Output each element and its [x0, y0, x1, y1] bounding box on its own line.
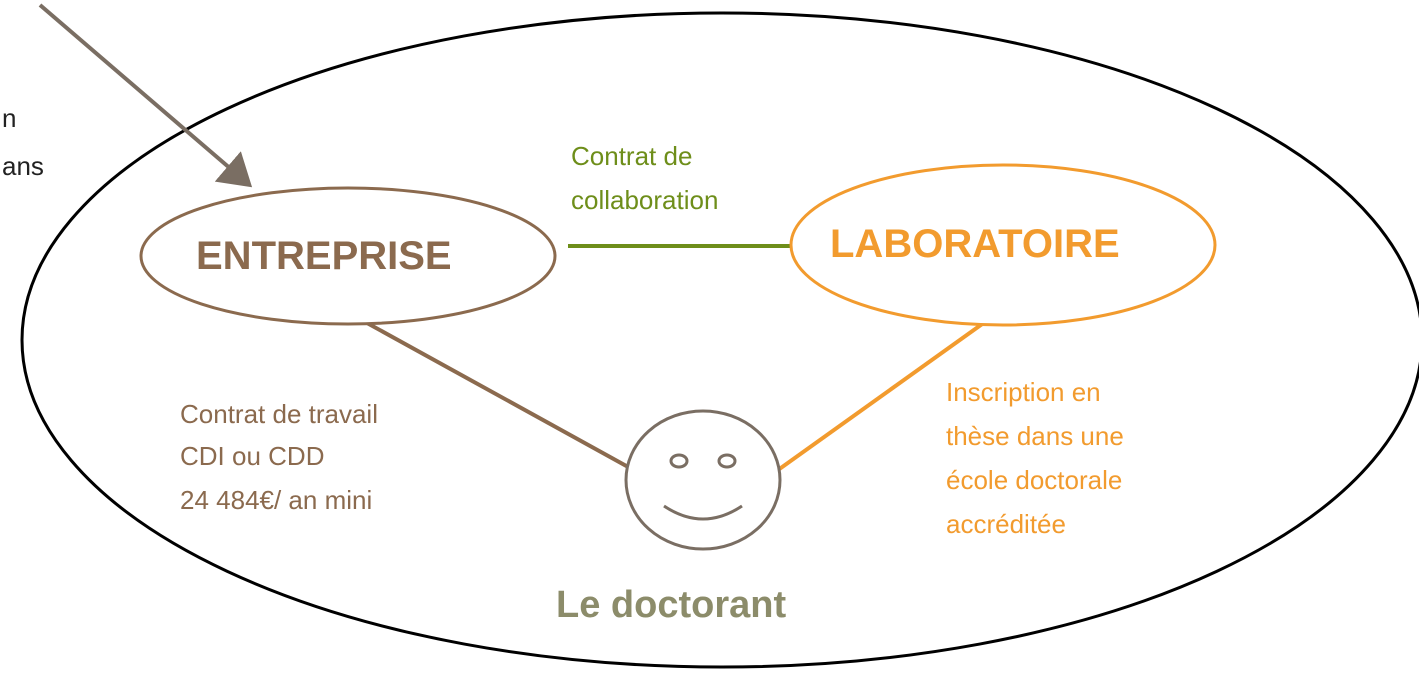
laboratoire-doctorant-line: [776, 320, 987, 472]
collaboration-label-line-2: collaboration: [571, 185, 719, 215]
outer-ellipse: [20, 11, 1419, 669]
inscription-label-line-1: Inscription en: [946, 377, 1101, 407]
entreprise-label: ENTREPRISE: [196, 234, 452, 278]
doctorant-label: Le doctorant: [556, 584, 787, 626]
laboratoire-node: [789, 163, 1217, 327]
clipped-text-line-1: n: [2, 103, 17, 133]
inscription-label-line-4: accréditée: [946, 509, 1066, 539]
entreprise-node: [139, 186, 557, 326]
inscription-label-line-3: école doctorale: [946, 465, 1123, 495]
laboratoire-label: LABORATOIRE: [830, 222, 1120, 266]
smiley-face-icon: [624, 409, 782, 551]
collaboration-label-line-1: Contrat de: [571, 141, 693, 171]
entreprise-doctorant-line: [357, 316, 631, 470]
inscription-label-line-2: thèse dans une: [946, 421, 1124, 451]
travail-label-line-1: Contrat de travail: [180, 399, 378, 429]
travail-label-line-2: CDI ou CDD: [180, 441, 325, 471]
travail-label-line-3: 24 484€/ an mini: [180, 485, 373, 515]
clipped-text-line-2: ans: [2, 151, 44, 181]
incoming-arrow: [38, 3, 253, 188]
